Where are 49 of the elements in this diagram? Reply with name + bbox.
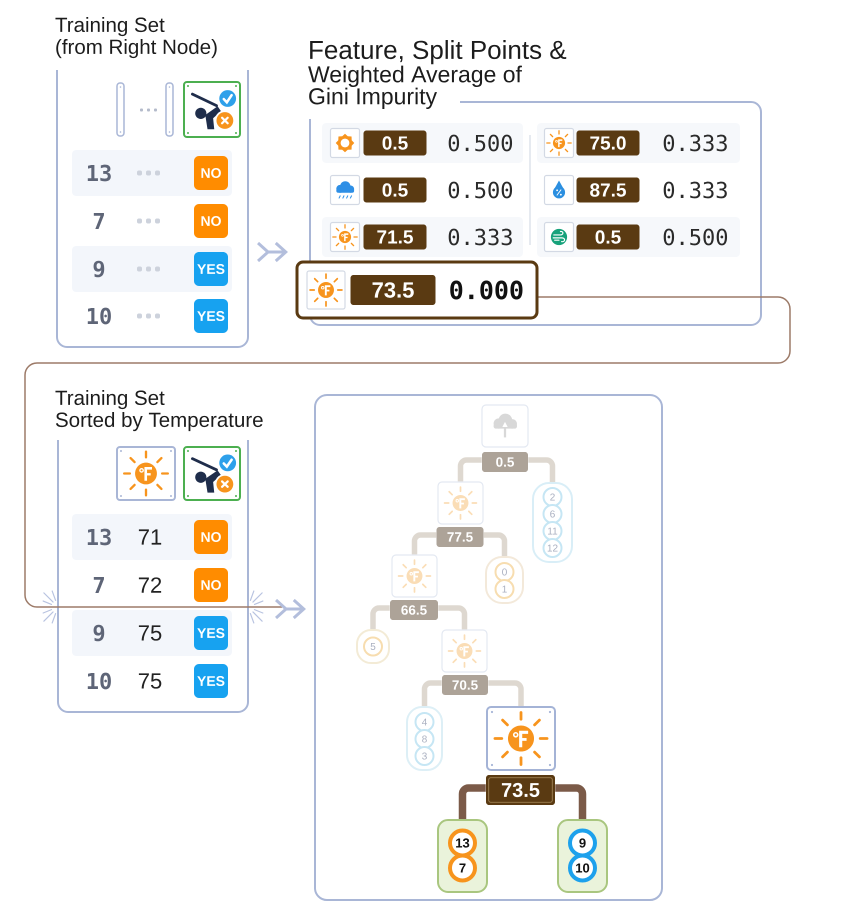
class-badge: NO — [194, 568, 228, 602]
row-number: 7 — [94, 212, 104, 230]
tree-branch — [458, 457, 482, 482]
class-badge: NO — [194, 156, 228, 190]
row-number: 13 — [88, 164, 111, 182]
gini-value: 0.333 — [664, 182, 727, 198]
split-value-chip: 73.5 — [486, 775, 555, 805]
row-number: 13 — [88, 528, 111, 546]
tree-branch — [488, 680, 524, 706]
gini-value: 0.500 — [448, 182, 512, 198]
row-number: 7 — [94, 576, 104, 594]
tree-branch — [370, 605, 390, 629]
class-badge: YES — [194, 252, 228, 286]
split-value-chip: 73.5 — [350, 275, 436, 305]
row-number: 10 — [88, 308, 111, 324]
split-value-chip: 77.5 — [436, 527, 484, 547]
gini-value: 0.500 — [664, 228, 728, 246]
class-badge: YES — [194, 664, 228, 698]
connector-line — [24, 296, 791, 608]
split-value-chip: 87.5 — [576, 178, 640, 202]
row-number: 9 — [94, 624, 104, 642]
split-value-chip: 0.5 — [364, 130, 426, 156]
tree-branch — [412, 532, 436, 554]
tree-branch — [528, 457, 556, 482]
row-number: 9 — [94, 260, 104, 278]
temperature-value: 75 — [138, 673, 162, 689]
split-value-chip: 66.5 — [390, 600, 438, 620]
split-value-chip: 0.5 — [576, 224, 640, 250]
temperature-value: 71 — [138, 529, 162, 545]
gini-value: 0.333 — [448, 228, 512, 246]
split-value-chip: 0.5 — [482, 452, 528, 472]
row-number: 10 — [88, 672, 111, 690]
temperature-value: 75 — [138, 625, 162, 641]
class-badge: NO — [194, 204, 228, 238]
tree-branch — [438, 605, 468, 630]
split-value-chip: 71.5 — [364, 224, 426, 250]
split-value-chip: 0.5 — [364, 178, 426, 202]
temperature-value: 72 — [138, 577, 162, 593]
gini-value: 0.333 — [664, 134, 727, 152]
split-value-chip: 70.5 — [442, 675, 488, 695]
chevron-arrow — [257, 242, 288, 262]
split-value-chip: 75.0 — [576, 130, 640, 156]
gini-value: 0.500 — [448, 134, 512, 152]
tree-branch — [484, 532, 508, 556]
class-badge: YES — [194, 299, 228, 333]
tree-branch — [422, 680, 442, 706]
tree-panel — [314, 394, 663, 901]
class-badge: YES — [194, 616, 228, 650]
class-badge: NO — [194, 520, 228, 554]
